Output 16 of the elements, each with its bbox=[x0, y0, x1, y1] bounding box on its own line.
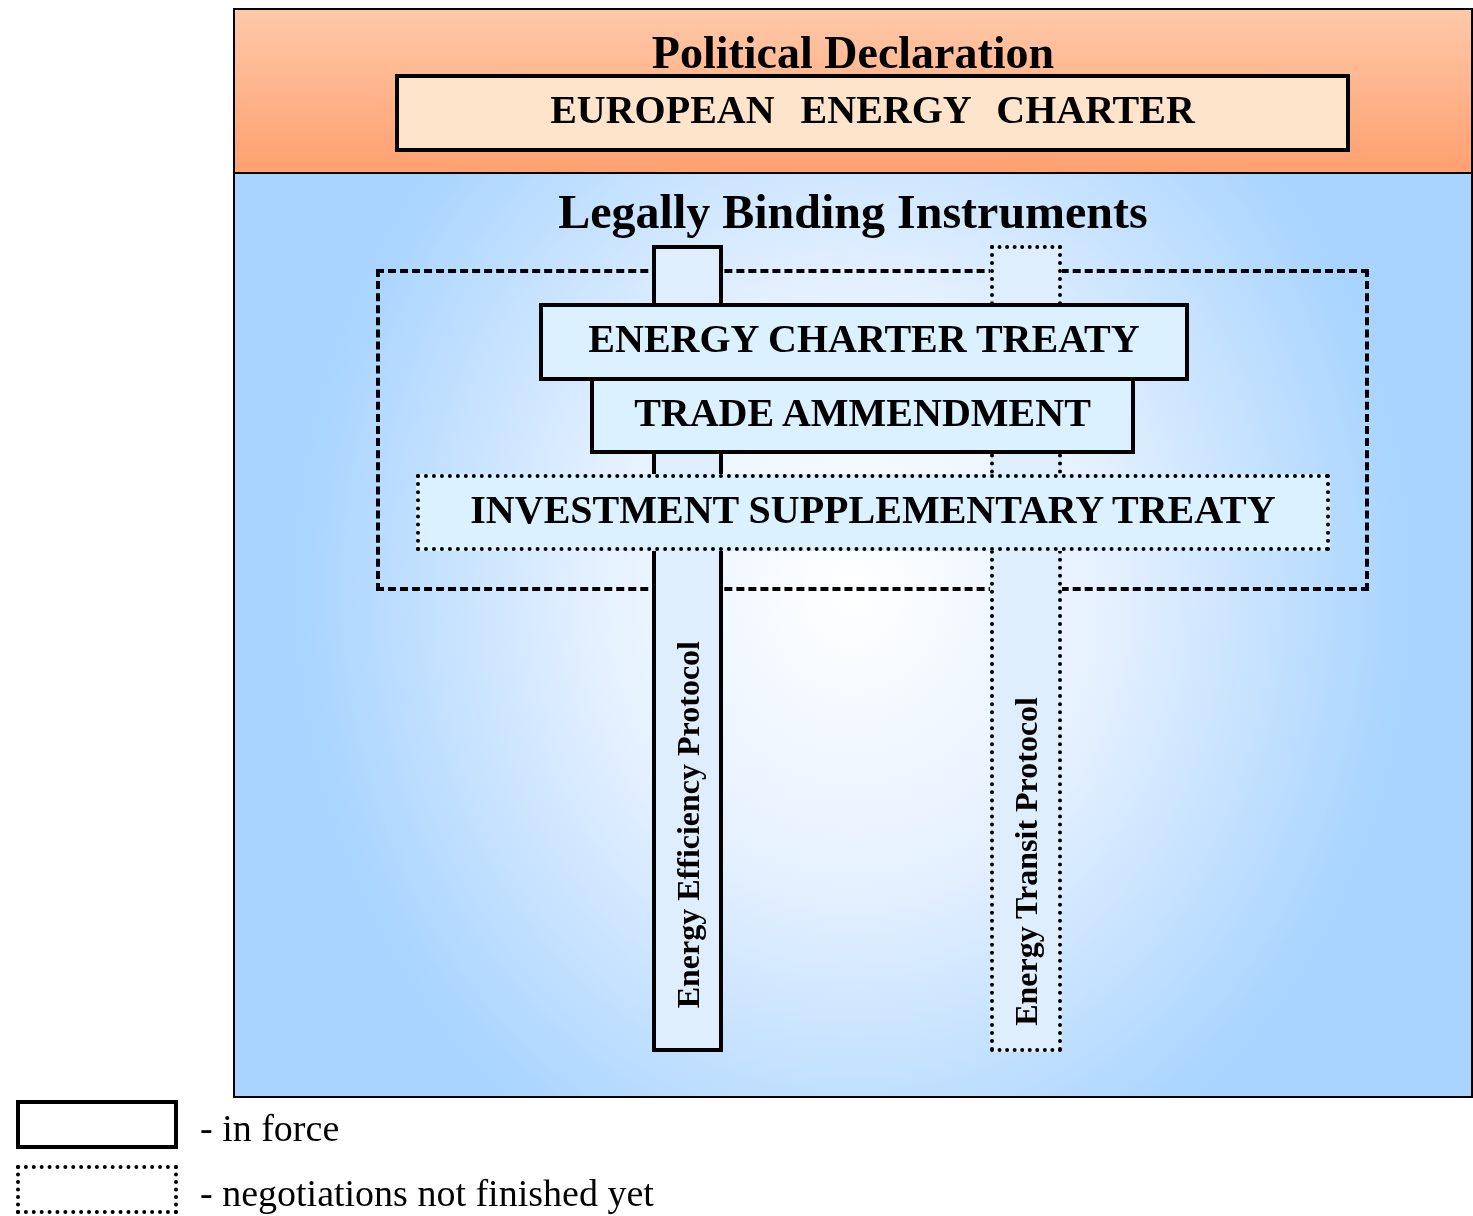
supplementary-treaty-box bbox=[416, 474, 1330, 551]
charter-box bbox=[395, 74, 1350, 152]
legend-label: - negotiations not finished yet bbox=[200, 1171, 654, 1215]
box-label: ENERGY CHARTER TREATY bbox=[588, 317, 1140, 361]
instruments-panel bbox=[233, 172, 1473, 1098]
box-label: EUROPEAN ENERGY CHARTER bbox=[550, 88, 1195, 132]
legend-label: - in force bbox=[200, 1106, 340, 1150]
section-title: Legally Binding Instruments bbox=[558, 186, 1148, 239]
dashed-group-box bbox=[376, 269, 1369, 591]
box-label: INVESTMENT SUPPLEMENTARY TREATY bbox=[470, 488, 1276, 532]
box-label: TRADE AMMENDMENT bbox=[634, 391, 1091, 435]
vertical-label: Energy Transit Protocol bbox=[1007, 697, 1045, 1026]
treaty-box bbox=[539, 303, 1189, 381]
section-title: Political Declaration bbox=[651, 28, 1055, 79]
vertical-label: Energy Efficiency Protocol bbox=[668, 640, 707, 1008]
header-band bbox=[233, 8, 1473, 173]
